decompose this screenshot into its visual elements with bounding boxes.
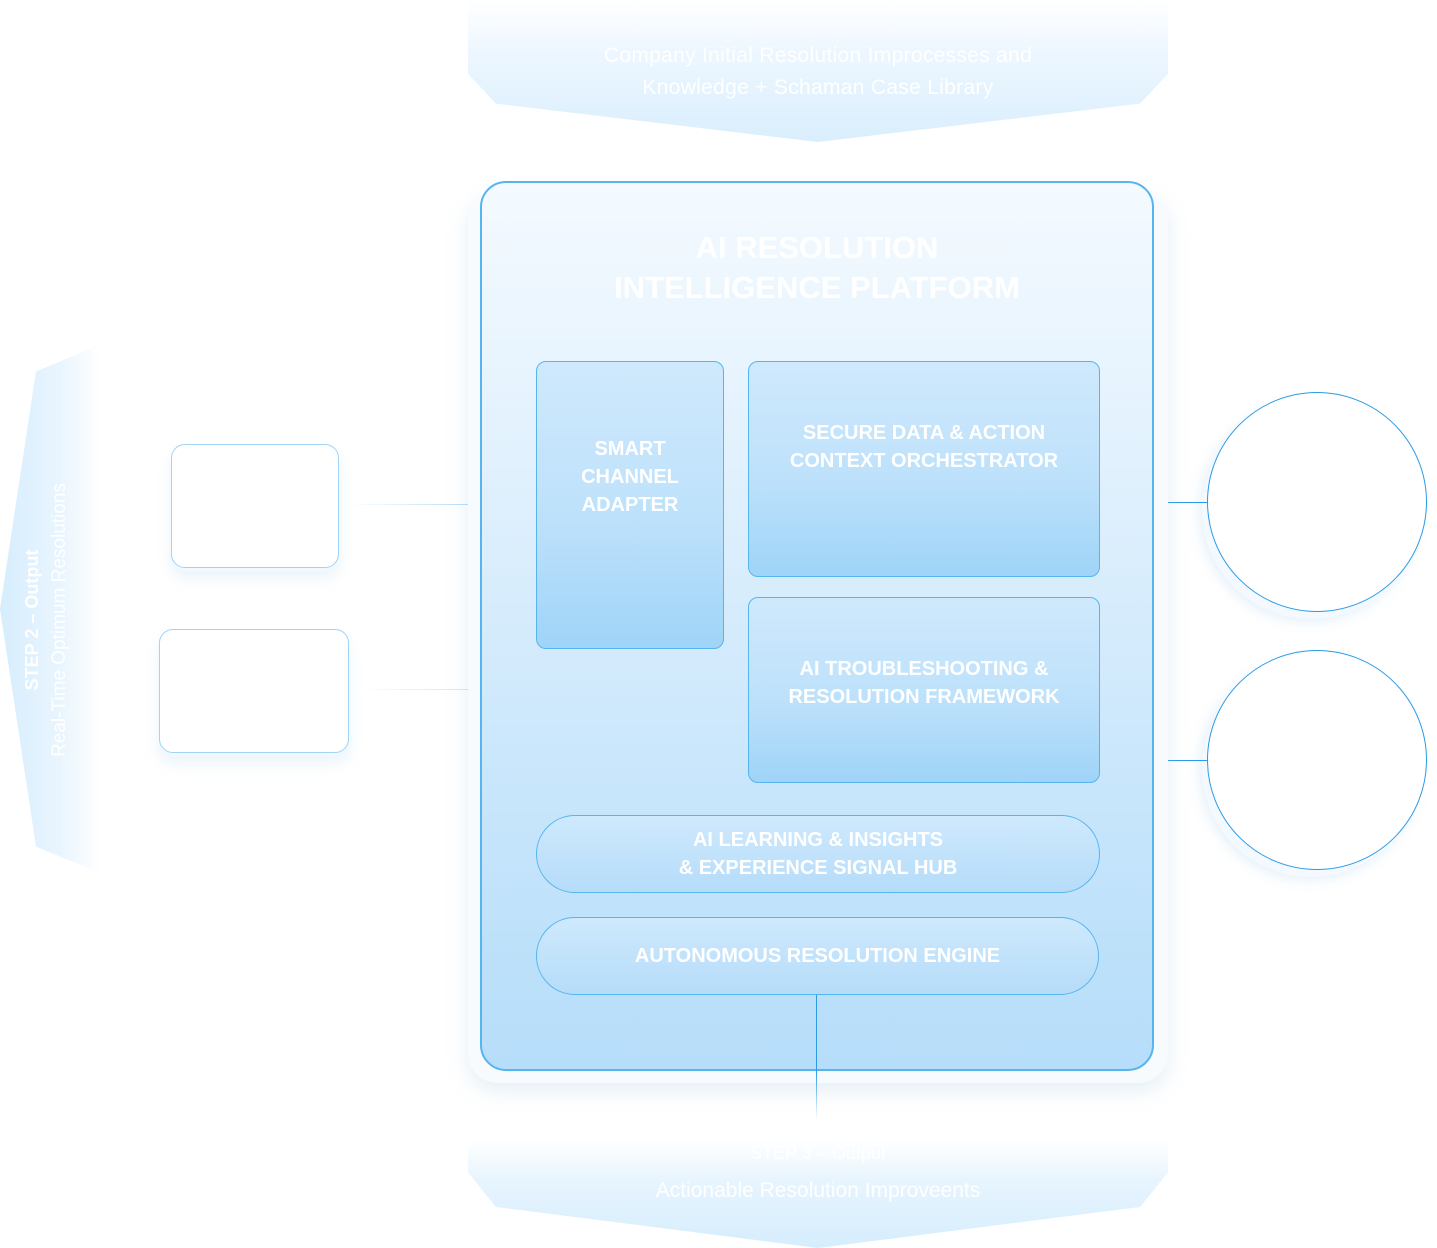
- bottom-banner-step: STEP 3 – Output: [750, 1143, 886, 1163]
- hub-line-1: AI LEARNING & INSIGHTS: [692, 829, 943, 851]
- framework-line-1: AI TROUBLESHOOTING &: [799, 658, 1049, 680]
- adapter-line-3: ADAPTER: [581, 494, 679, 516]
- adapter-line-1: SMART: [594, 438, 666, 460]
- platform-title-line-2: INTELLIGENCE PLATFORM: [614, 270, 1020, 305]
- top-banner-line-2: Knowledge + Schaman Case Library: [642, 76, 994, 99]
- channel-box-1: [171, 444, 339, 568]
- connector-box1-adapter: [350, 504, 538, 505]
- bottom-banner-subtitle: Actionable Resolution Improveents: [655, 1179, 981, 1202]
- smart-channel-adapter-module: SMART CHANNEL ADAPTER: [536, 361, 724, 649]
- secure-data-orchestrator-module: SECURE DATA & ACTION CONTEXT ORCHESTRATO…: [748, 361, 1100, 577]
- output-circle-2: [1207, 650, 1427, 870]
- hub-line-2: & EXPERIENCE SIGNAL HUB: [678, 857, 958, 879]
- autonomous-resolution-engine-module: AUTONOMOUS RESOLUTION ENGINE: [536, 917, 1099, 995]
- platform-title-line-1: AI RESOLUTION: [695, 230, 939, 265]
- platform-title: AI RESOLUTION INTELLIGENCE PLATFORM: [480, 228, 1154, 308]
- channel-box-2: [159, 629, 349, 753]
- adapter-line-2: CHANNEL: [581, 466, 679, 488]
- learning-insights-hub-module: AI LEARNING & INSIGHTS & EXPERIENCE SIGN…: [536, 815, 1100, 893]
- top-input-banner-text: Company Initial Resolution Improcesses a…: [468, 40, 1168, 104]
- connector-engine-bottom: [816, 995, 817, 1120]
- left-output-banner-text: STEP 2 – Output Real-Time Optimum Resolu…: [18, 356, 82, 884]
- top-banner-line-1: Company Initial Resolution Improcesses a…: [603, 44, 1033, 67]
- framework-line-2: RESOLUTION FRAMEWORK: [788, 686, 1060, 708]
- troubleshooting-framework-module: AI TROUBLESHOOTING & RESOLUTION FRAMEWOR…: [748, 597, 1100, 783]
- output-circle-1: [1207, 392, 1427, 612]
- left-banner-subtitle: Real-Time Optimum Resolutions: [49, 483, 70, 757]
- orchestrator-line-1: SECURE DATA & ACTION: [802, 422, 1046, 444]
- left-banner-step: STEP 2 – Output: [22, 549, 42, 691]
- connector-platform-circle2: [1160, 760, 1208, 761]
- connector-platform-circle1: [1160, 502, 1208, 503]
- orchestrator-line-2: CONTEXT ORCHESTRATOR: [789, 450, 1059, 472]
- engine-label: AUTONOMOUS RESOLUTION ENGINE: [634, 945, 1001, 967]
